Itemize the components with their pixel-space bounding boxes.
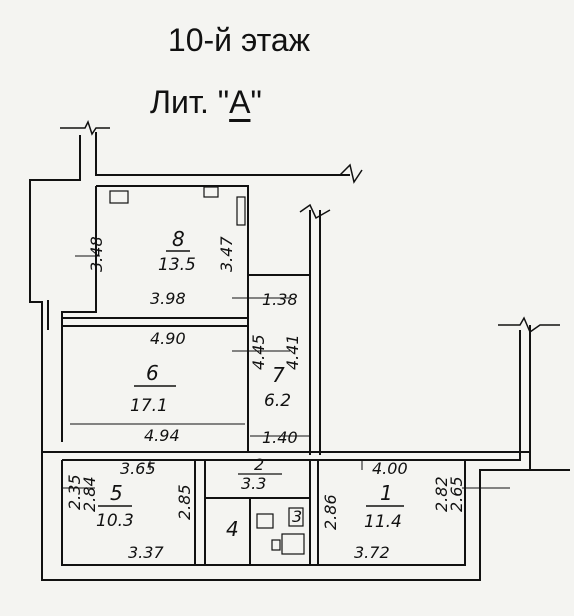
stove-icon — [109, 190, 129, 204]
toilet-icon — [256, 513, 274, 529]
balcony-lines — [29, 220, 49, 330]
right-wall — [529, 330, 570, 471]
dim-265: 2.65 — [447, 476, 466, 512]
walls — [29, 132, 570, 581]
room-8-area: 13.5 — [158, 255, 196, 275]
break-marks — [60, 120, 560, 334]
dim-285: 2.85 — [175, 484, 194, 520]
dim-138: 1.38 — [262, 290, 298, 309]
room-7-number: 7 — [272, 363, 285, 387]
room-5-area: 10.3 — [96, 511, 134, 531]
room-2-area: 3.3 — [241, 474, 266, 493]
room-5-number: 5 — [110, 481, 123, 505]
break-mark-right — [498, 316, 560, 334]
dim-286: 2.86 — [321, 494, 340, 530]
wall-bottom-rooms-top-2 — [62, 330, 521, 461]
top-wall-2 — [96, 185, 249, 452]
break-mark-top-left — [60, 120, 110, 136]
letter-title-letter: А — [229, 84, 251, 120]
dim-400: 4.00 — [372, 459, 408, 478]
room-1-area: 11.4 — [364, 512, 402, 532]
counter-icon — [236, 196, 246, 226]
dim-445: 4.45 — [249, 334, 268, 370]
bottom-rooms-outline — [61, 460, 466, 566]
dim-365: 3.65 — [120, 459, 156, 478]
left-inner-wall — [61, 186, 97, 442]
room-1-number: 1 — [380, 481, 393, 505]
bathtub-icon — [281, 533, 305, 555]
dim-348: 3.48 — [87, 236, 106, 272]
letter-title-prefix: Лит. " — [150, 84, 230, 120]
fixtures — [109, 186, 305, 555]
dim-140: 1.40 — [262, 428, 298, 447]
dim-441: 4.41 — [283, 334, 302, 370]
dim-284: 2.84 — [80, 476, 99, 512]
washbasin-icon — [271, 539, 281, 551]
dim-494: 4.94 — [144, 426, 180, 445]
dim-347: 3.47 — [217, 236, 236, 272]
break-mark-middle — [299, 203, 331, 220]
dim-398: 3.98 — [150, 289, 186, 308]
room-8-number: 8 — [172, 227, 185, 251]
dim-490: 4.90 — [150, 329, 186, 348]
room-6-area: 17.1 — [130, 396, 168, 416]
fixture-room3-icon — [288, 507, 304, 527]
break-mark-top-right — [339, 163, 363, 184]
dim-337: 3.37 — [128, 543, 164, 562]
ticks — [62, 255, 510, 489]
dim-372: 3.72 — [354, 543, 390, 562]
letter-title: Лит. "А" — [150, 84, 262, 121]
floor-title: 10-й этаж — [167, 22, 311, 58]
dim-235: 2.35 — [65, 474, 84, 510]
room-7-area: 6.2 — [264, 391, 291, 411]
sink-icon — [203, 186, 219, 198]
top-wall-1 — [95, 132, 350, 176]
letter-title-suffix: " — [250, 84, 262, 120]
dimension-lines — [62, 255, 510, 489]
dim-282: 2.82 — [432, 476, 451, 512]
room-2-number: 2 — [254, 455, 264, 474]
room-3-number: 3 — [292, 507, 302, 526]
room-6-number: 6 — [146, 361, 159, 385]
room-4-number: 4 — [226, 517, 239, 541]
